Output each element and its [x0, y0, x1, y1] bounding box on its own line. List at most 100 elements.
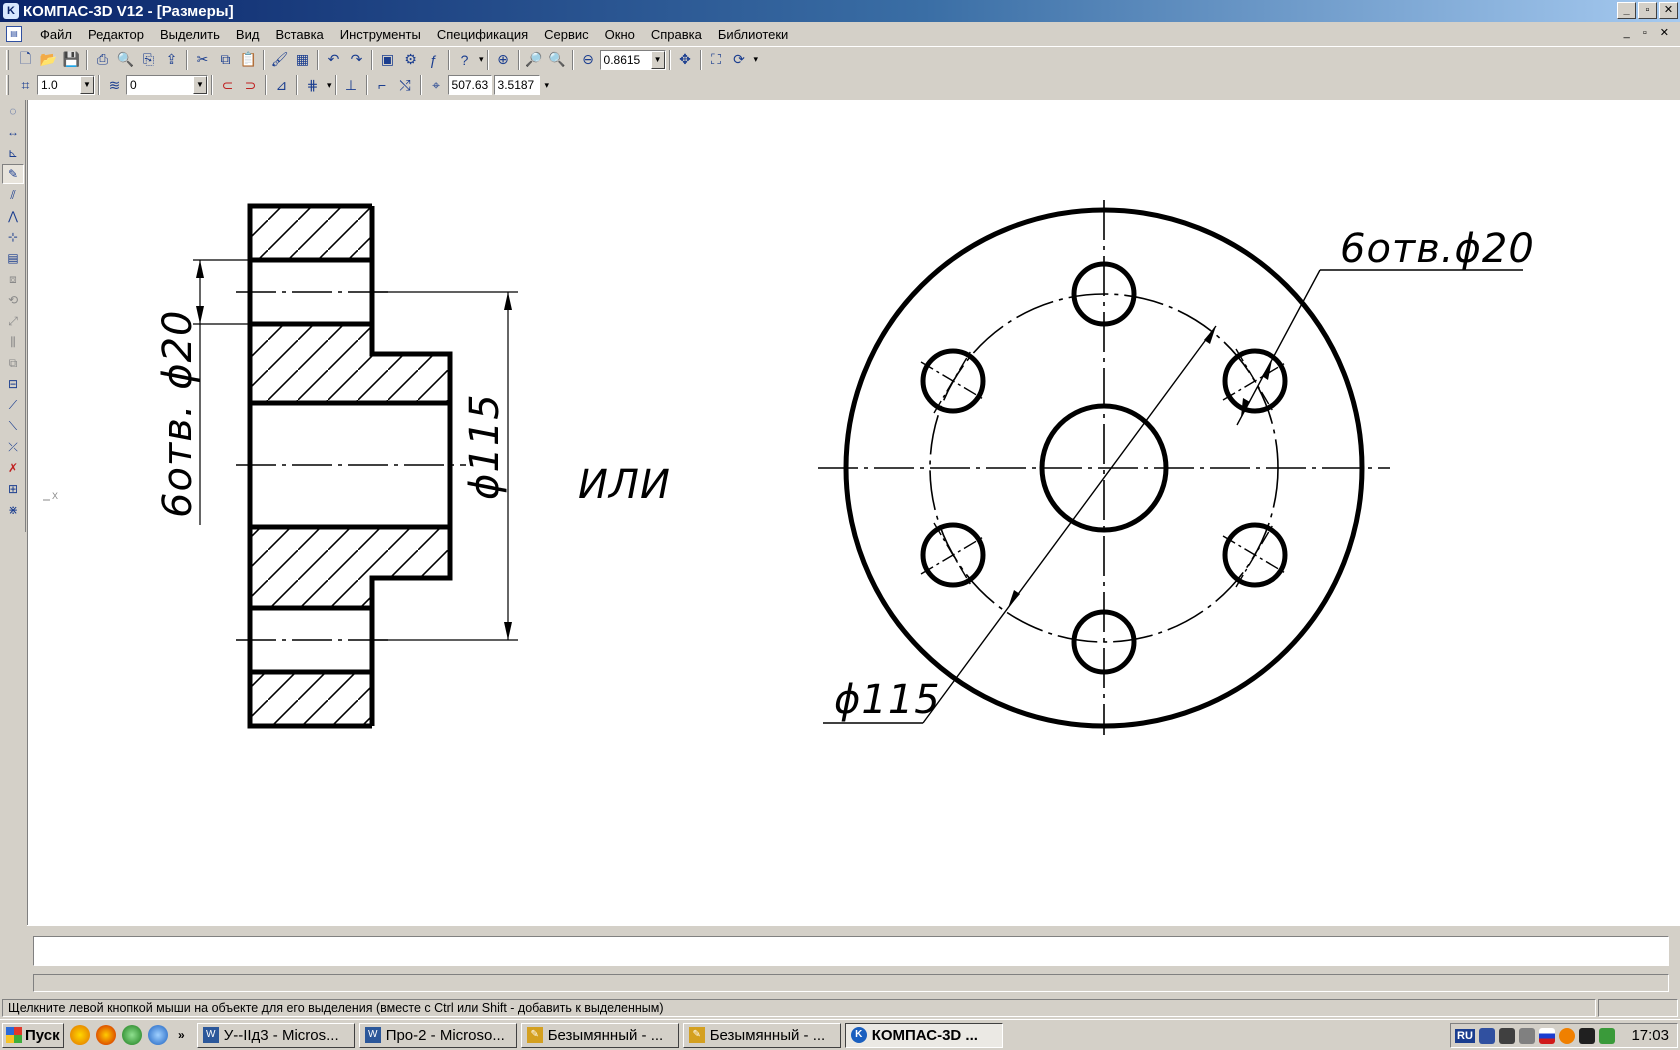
clock[interactable]: 17:03	[1631, 1027, 1669, 1044]
layers-icon[interactable]: ≋	[108, 76, 121, 93]
grid-dropdown-icon[interactable]: ▾	[327, 79, 332, 90]
cursor-step-icon[interactable]: ⌗	[21, 76, 30, 93]
menu-tools[interactable]: Инструменты	[339, 26, 421, 42]
pan-icon[interactable]: ✥	[679, 51, 691, 67]
language-indicator[interactable]: RU	[1455, 1028, 1475, 1043]
close-button[interactable]: ✕	[1659, 2, 1678, 19]
parametric-mode-icon[interactable]: ⤭	[399, 76, 411, 93]
local-cs-icon[interactable]: ⊥	[344, 76, 358, 93]
hub-outline[interactable]	[369, 206, 453, 726]
bolt-hole[interactable]	[1071, 261, 1137, 327]
show-all-icon[interactable]: ⛶	[711, 51, 721, 67]
menu-file[interactable]: Файл	[40, 26, 72, 42]
zoom-scale-icon[interactable]: ⊖	[582, 51, 594, 67]
keyboard-layout-icon[interactable]	[1538, 1027, 1555, 1044]
dropdown-arrow-icon[interactable]: ▼	[193, 76, 207, 94]
scale-icon[interactable]: ⤢	[8, 313, 18, 328]
bolt-hole[interactable]	[1071, 609, 1137, 675]
task-word-2[interactable]: W Про-2 - Microso...	[358, 1022, 517, 1048]
trim-two-points-icon[interactable]: ⟍	[8, 418, 18, 433]
bolt-hole[interactable]	[920, 348, 986, 414]
menu-help[interactable]: Справка	[650, 26, 702, 42]
menu-insert[interactable]: Вставка	[275, 26, 324, 42]
export-icon[interactable]: ⇪	[165, 51, 178, 67]
paste-icon[interactable]: 📋	[239, 51, 258, 67]
edit-icon[interactable]: ✎	[2, 164, 24, 184]
document-icon[interactable]: ▤	[6, 26, 22, 42]
hole-dimension[interactable]: 6отв. ϕ20	[155, 259, 248, 525]
print-icon[interactable]: ⎙	[96, 51, 109, 67]
refresh-icon[interactable]: ⟳	[733, 51, 745, 67]
grid-icon[interactable]: ⋕	[306, 76, 319, 93]
bolt-hole[interactable]	[1222, 522, 1288, 588]
restore-button[interactable]: ▫	[1638, 2, 1657, 19]
quicklaunch-ie-icon[interactable]	[148, 1025, 168, 1045]
task-word-1[interactable]: W У--IIд3 - Micros...	[196, 1022, 355, 1048]
hardware-icon[interactable]	[1518, 1027, 1535, 1044]
print-preview-icon[interactable]: 🔍	[116, 51, 135, 67]
undo-icon[interactable]: ↶	[327, 51, 340, 67]
coord-y-field[interactable]: 3.5187	[493, 75, 540, 95]
new-file-icon[interactable]: 🗋	[19, 49, 32, 66]
toolbar-more-icon[interactable]: ▾	[544, 79, 550, 90]
properties-brush-icon[interactable]: 🖌	[270, 51, 289, 67]
ortho-mode-icon[interactable]: ⌐	[377, 77, 387, 93]
symmetry-icon[interactable]: ⫼	[10, 334, 16, 349]
deform-icon[interactable]: ⊟	[7, 377, 19, 391]
quicklaunch-app-icon[interactable]	[70, 1025, 90, 1045]
geometry-icon[interactable]: ◌	[9, 104, 17, 118]
function-icon[interactable]: ƒ	[429, 51, 438, 68]
snap-magnet-icon[interactable]: ⊂	[221, 76, 234, 93]
split-icon[interactable]: ⤫	[8, 439, 18, 454]
start-button[interactable]: Пуск	[2, 1022, 64, 1048]
move-icon[interactable]: ⧈	[9, 271, 17, 286]
ortho-icon[interactable]: ⊿	[275, 76, 288, 93]
step-combo[interactable]: 1.0 ▼	[37, 75, 95, 95]
help-pointer-icon[interactable]: ?	[460, 51, 469, 68]
associative-views-icon[interactable]: ▤	[7, 251, 19, 265]
delete-part-icon[interactable]: ✗	[7, 461, 19, 475]
menu-libraries[interactable]: Библиотеки	[717, 26, 789, 42]
rotate-icon[interactable]: ⟲	[7, 293, 19, 307]
quicklaunch-utility-icon[interactable]	[122, 1025, 142, 1045]
selection-icon[interactable]: ⊹	[7, 230, 19, 244]
menu-editor[interactable]: Редактор	[87, 26, 144, 42]
diameter-leader[interactable]: ϕ115	[823, 325, 1217, 724]
menu-select[interactable]: Выделить	[159, 26, 220, 42]
network-icon[interactable]	[1478, 1027, 1495, 1044]
hole-leader[interactable]: 6отв.ϕ20	[1236, 226, 1535, 426]
dropdown-arrow-icon[interactable]: ▼	[650, 50, 665, 69]
drawing-sheet[interactable]: X	[28, 100, 1680, 925]
task-paint-1[interactable]: ✎ Безымянный - ...	[520, 1022, 679, 1048]
manager-icon[interactable]: ▦	[295, 51, 310, 67]
layer-combo[interactable]: 0 ▼	[126, 75, 208, 95]
print-setup-icon[interactable]: ⎘	[142, 51, 155, 67]
diameter-dimension[interactable]: ϕ115	[374, 291, 518, 641]
minimize-button[interactable]: _	[1617, 2, 1636, 19]
quicklaunch-more-icon[interactable]: »	[178, 1028, 185, 1042]
toolbar-more-icon[interactable]: ▾	[479, 54, 484, 64]
update-icon[interactable]	[1558, 1027, 1575, 1044]
save-icon[interactable]: 💾	[62, 51, 81, 67]
toolbar-grip[interactable]	[6, 75, 9, 95]
cut-icon[interactable]: ✂	[196, 51, 209, 67]
dimensions-icon[interactable]: ↔	[7, 125, 19, 139]
variables-icon[interactable]: ⚙	[404, 51, 417, 67]
designations-icon[interactable]: ⊾	[7, 146, 19, 160]
task-kompas[interactable]: K КОМПАС-3D ...	[844, 1022, 1003, 1048]
command-input-area[interactable]	[33, 936, 1669, 966]
task-paint-2[interactable]: ✎ Безымянный - ...	[682, 1022, 841, 1048]
parametrization-icon[interactable]: ⫽	[10, 187, 16, 202]
menu-window[interactable]: Окно	[604, 26, 635, 42]
quicklaunch-browser-icon[interactable]	[96, 1025, 116, 1045]
menu-service[interactable]: Сервис	[544, 26, 589, 42]
measurements-icon[interactable]: ⋀	[8, 209, 18, 223]
zoom-window-icon[interactable]: ⊕	[497, 51, 509, 67]
bolt-hole[interactable]	[1222, 348, 1288, 414]
bolt-hole[interactable]	[920, 522, 986, 588]
break-view-icon[interactable]: ⊞	[7, 482, 19, 496]
snap-settings-icon[interactable]: ⊃	[244, 76, 257, 93]
zoom-combo[interactable]: 0.8615 ▼	[599, 49, 666, 70]
copy-objects-icon[interactable]: ⧉	[8, 355, 18, 370]
drawing-canvas[interactable]: X	[27, 100, 1680, 925]
